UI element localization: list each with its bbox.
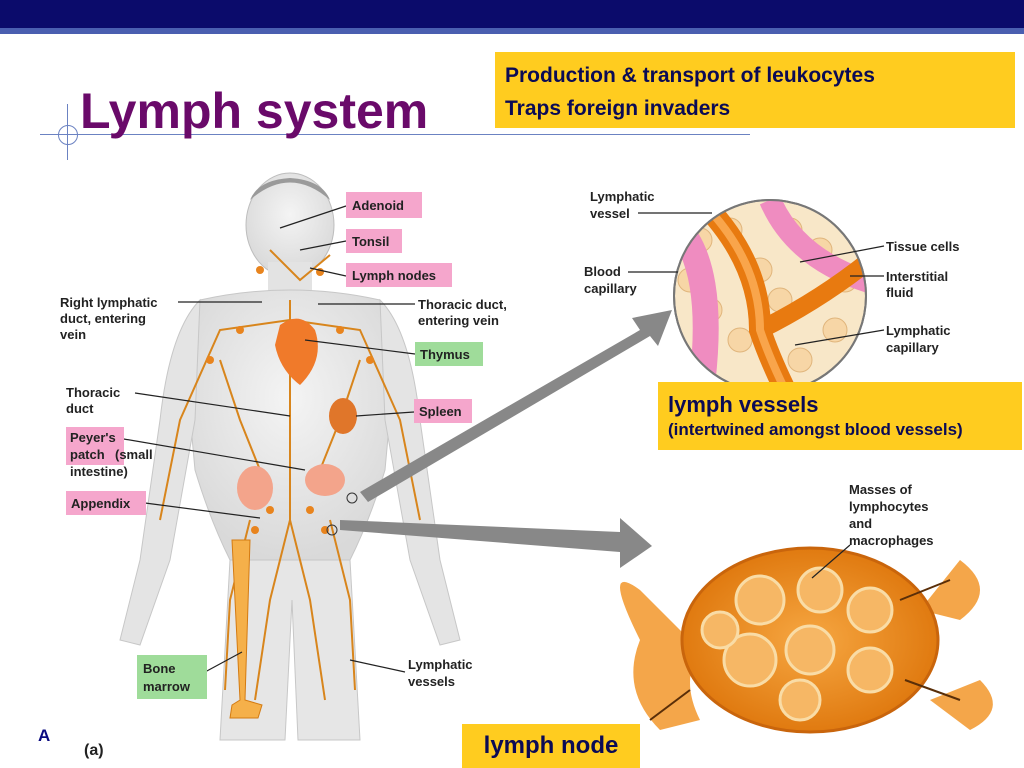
label-masses-3: and [849,516,872,531]
leader-lines [117,205,416,673]
label-lymphatic-vessel-2: vessel [590,206,630,221]
human-figure [119,172,461,741]
label-interstitial-1: Interstitial [886,269,948,284]
label-spleen: Spleen [419,404,462,419]
lymph-vessels-box: lymph vessels (intertwined amongst blood… [658,382,1022,450]
label-masses-1: Masses of [849,482,913,497]
label-tissue-cells: Tissue cells [886,239,959,254]
top-banner [0,0,1024,28]
vessel-leader-lines [628,212,885,346]
label-bone-2: marrow [143,679,191,694]
label-lymphatic-vessels-1: Lymphatic [408,657,473,672]
label-adenoid: Adenoid [352,198,404,213]
summary-box: Production & transport of leukocytes Tra… [495,52,1015,128]
label-interstitial-2: fluid [886,285,913,300]
label-lymphatic-vessels-2: vessels [408,674,455,689]
slide-title: Lymph system [80,83,429,139]
label-blood-capillary-1: Blood [584,264,621,279]
label-bone-1: Bone [143,661,176,676]
label-masses-4: macrophages [849,533,934,548]
label-peyers-4: intestine) [70,464,128,479]
label-right-duct-3: vein [60,327,86,342]
label-thoracic-duct-2: duct [66,401,94,416]
label-peyers-1: Peyer's [70,430,116,445]
label-lymphatic-vessel-1: Lymphatic [590,189,655,204]
lymph-node-box: lymph node [462,724,640,768]
zoom-arrows [340,310,672,568]
label-peyers-2: patch [70,447,105,462]
label-lymph-nodes: Lymph nodes [352,268,436,283]
footer-letter: A [38,726,51,745]
label-lymph-capillary-1: Lymphatic [886,323,951,338]
label-peyers-3: (small [115,447,153,462]
label-thoracic-vein-2: entering vein [418,313,499,328]
label-thoracic-vein-1: Thoracic duct, [418,297,507,312]
lymph-vessels-sub: (intertwined amongst blood vessels) [668,420,963,439]
summary-line-1: Production & transport of leukocytes [505,64,875,87]
title-underline [40,134,750,135]
summary-line-2: Traps foreign invaders [505,96,731,120]
anatomy-tags [66,192,483,699]
title-ornament-circle [58,125,78,145]
label-appendix: Appendix [71,496,131,511]
label-thymus: Thymus [420,347,470,362]
label-blood-capillary-2: capillary [584,281,638,296]
label-lymph-capillary-2: capillary [886,340,940,355]
label-masses-2: lymphocytes [849,499,928,514]
node-label-text: Masses of lymphocytes and macrophages [849,482,934,548]
label-tonsil: Tonsil [352,234,389,249]
label-right-duct-2: duct, entering [60,311,146,326]
panel-letter: (a) [84,742,104,759]
label-thoracic-duct-1: Thoracic [66,385,120,400]
body-label-text: Adenoid Tonsil Lymph nodes Right lymphat… [60,198,507,759]
vessel-detail [673,199,867,393]
vessel-label-text: Lymphatic vessel Blood capillary Tissue … [584,189,959,355]
node-leader-line [811,544,851,579]
lymph-node-illustration [620,546,993,734]
top-banner-stripe [0,28,1024,34]
label-right-duct-1: Right lymphatic [60,295,158,310]
lymph-vessels-heading: lymph vessels [668,392,819,417]
